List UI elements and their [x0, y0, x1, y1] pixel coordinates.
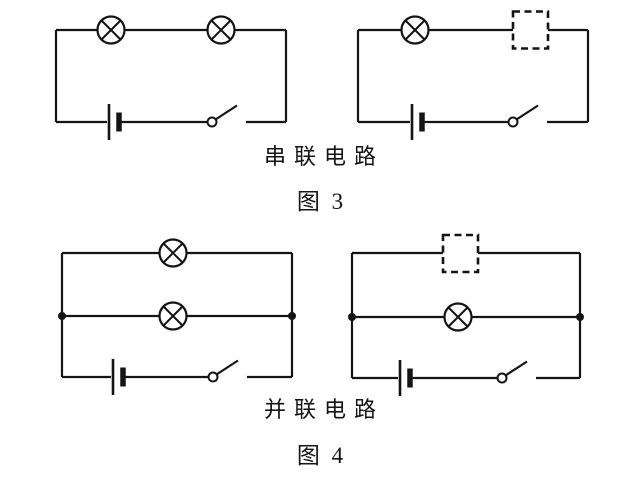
unknown-component-box [441, 233, 480, 274]
junction-dot [288, 312, 296, 320]
series-circuit-two-lamps [54, 15, 288, 141]
battery-icon [109, 104, 119, 140]
lamp-icon [400, 15, 430, 45]
parallel-circuit-two-lamps [58, 238, 296, 396]
open-switch-icon [207, 359, 240, 383]
open-switch-icon [507, 104, 540, 128]
lamp-icon [158, 238, 188, 268]
junction-dot [58, 312, 66, 320]
battery-icon [400, 360, 410, 396]
figure3-label: 图 3 [296, 189, 344, 214]
series-circuit-lamp-and-unknown [356, 10, 590, 141]
wire [54, 28, 288, 124]
lamp-icon [206, 15, 236, 45]
battery-icon [412, 104, 422, 140]
lamp-icon [96, 15, 126, 45]
parallel-circuit-unknown-and-lamp [348, 233, 584, 396]
open-switch-icon [496, 360, 529, 384]
wire [356, 28, 590, 124]
figure3-caption: 串联电路 [263, 144, 384, 169]
junction-dot [348, 313, 356, 321]
junction-dot [576, 313, 584, 321]
battery-icon [113, 359, 123, 395]
figure4-caption: 并联电路 [263, 397, 384, 422]
open-switch-icon [206, 104, 239, 128]
unknown-component-box [511, 10, 550, 50]
figure4-label: 图 4 [296, 443, 344, 468]
lamp-icon [158, 301, 188, 331]
lamp-icon [443, 302, 473, 332]
